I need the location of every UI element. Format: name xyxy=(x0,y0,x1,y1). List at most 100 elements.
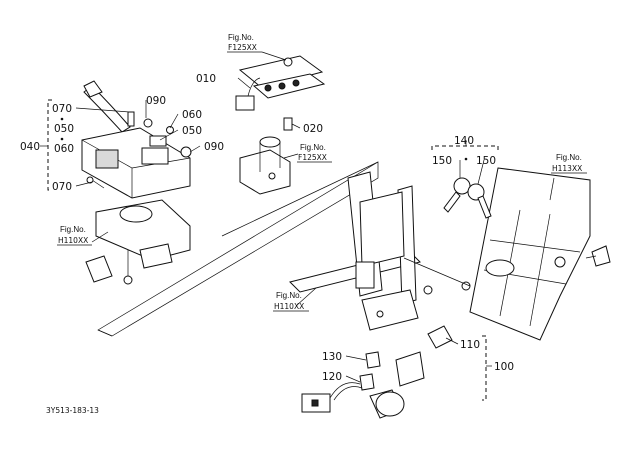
fig-ref-right-caption: Fig.No. xyxy=(556,153,582,162)
panel-rib xyxy=(489,239,581,253)
callout-140: 140 xyxy=(454,135,474,147)
frame-boundary-line xyxy=(221,161,379,237)
terminal xyxy=(292,79,300,87)
switch-top-boss xyxy=(149,135,167,147)
column-bracket xyxy=(289,171,471,331)
combination-switch-assembly xyxy=(81,80,192,285)
screw-070-bottom xyxy=(91,179,105,189)
bracket-bolt xyxy=(423,285,433,295)
screw-020 xyxy=(283,117,293,131)
callout-150-left: 150 xyxy=(432,155,452,167)
switch-connector xyxy=(141,147,169,165)
frame-boundary-line xyxy=(97,329,113,337)
mount-screw xyxy=(283,57,293,67)
wire xyxy=(247,77,261,97)
leader-050-side xyxy=(159,129,179,141)
leader-090-side xyxy=(189,145,201,153)
callout-120: 120 xyxy=(322,371,342,383)
harness-wire xyxy=(333,386,363,401)
fig-ref-center-code: H110XX xyxy=(274,302,304,311)
key-switch-panel xyxy=(469,167,611,341)
fig-ref-mid-caption: Fig.No. xyxy=(300,143,326,152)
bracket-bolt xyxy=(376,310,384,318)
callout-010: 010 xyxy=(196,73,216,85)
bracket-clip xyxy=(355,261,375,289)
side-screw xyxy=(591,245,611,267)
separator-dot xyxy=(60,117,64,121)
fig-ref-right-code: H113XX xyxy=(552,164,582,173)
key-slot xyxy=(485,259,515,277)
harness-wire xyxy=(329,382,361,399)
switch-lever xyxy=(83,85,131,133)
screw-060-head xyxy=(166,126,174,134)
fig-ref-left-caption: Fig.No. xyxy=(60,225,86,234)
housing-top xyxy=(259,136,281,148)
leader-120 xyxy=(345,375,361,383)
leader-070-bottom xyxy=(75,181,93,187)
separator-dot xyxy=(60,137,64,141)
callout-050-side: 050 xyxy=(182,125,202,137)
drawing-number: 3Y513-183-13 xyxy=(46,406,99,415)
bracket-hole xyxy=(119,205,153,223)
key-head-right xyxy=(467,183,485,201)
screw-090-head xyxy=(143,118,153,128)
connector-plug xyxy=(235,95,255,111)
leader-110 xyxy=(445,337,459,345)
harness-assembly xyxy=(301,325,453,419)
housing-body xyxy=(239,149,291,195)
connector-assembly xyxy=(235,55,326,111)
bracket-plate xyxy=(359,191,405,267)
lamp-lens xyxy=(375,391,405,417)
callout-060-side: 060 xyxy=(182,109,202,121)
leader-fig-center xyxy=(295,287,317,307)
bracket-tab xyxy=(139,243,173,269)
leader-fig-top xyxy=(261,51,287,61)
callout-090-side: 090 xyxy=(204,141,224,153)
connector-housing xyxy=(252,73,326,99)
callout-060-main: 060 xyxy=(54,143,74,155)
callout-040-bracket xyxy=(47,99,52,191)
key-blade-left xyxy=(443,191,461,213)
keys xyxy=(443,177,492,219)
callout-020: 020 xyxy=(303,123,323,135)
lever-knob xyxy=(83,80,103,98)
callout-090-top: 090 xyxy=(146,95,166,107)
bracket-nut xyxy=(123,275,133,285)
housing-screw xyxy=(268,172,276,180)
leader-020 xyxy=(291,123,301,129)
screw-090-side-head xyxy=(180,146,192,158)
leader-130 xyxy=(345,355,367,361)
fig-ref-center-caption: Fig.No. xyxy=(276,291,302,300)
leader-fig-left xyxy=(91,231,109,243)
panel-cover xyxy=(469,167,591,341)
callout-070-top: 070 xyxy=(52,103,72,115)
bolt-130 xyxy=(365,351,381,369)
fig-ref-top-code: F125XX xyxy=(228,43,257,52)
callout-070-bottom: 070 xyxy=(52,181,72,193)
leader-fig-right xyxy=(549,177,555,201)
panel-screw xyxy=(554,256,566,268)
terminal xyxy=(278,82,286,90)
screw-090 xyxy=(127,111,135,127)
grommet-110 xyxy=(427,325,453,349)
leader-150-right xyxy=(477,159,485,185)
fig-ref-top-caption: Fig.No. xyxy=(228,33,254,42)
key-blade-right xyxy=(477,195,492,219)
leader-010 xyxy=(237,77,251,89)
callout-050-main: 050 xyxy=(54,123,74,135)
clamp xyxy=(85,255,113,283)
terminal xyxy=(264,84,272,92)
fig-ref-left-code: H110XX xyxy=(58,236,88,245)
connector-pin xyxy=(311,399,319,407)
bracket-lower xyxy=(361,289,419,331)
rod xyxy=(403,257,471,287)
leader-fig-mid xyxy=(283,153,299,159)
callout-140-bracket xyxy=(431,145,499,150)
separator-dot xyxy=(464,157,468,161)
leader-060-side xyxy=(169,113,179,129)
callout-150-right: 150 xyxy=(476,155,496,167)
callout-040: 040 xyxy=(20,141,40,153)
nut-120 xyxy=(359,373,375,391)
